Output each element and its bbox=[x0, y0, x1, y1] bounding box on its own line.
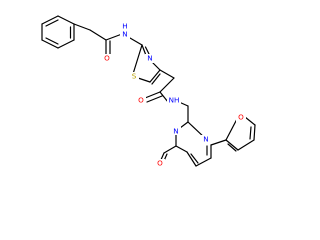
thiazole-ring bbox=[132, 44, 161, 85]
thiazole-nitrogen-label: N bbox=[147, 54, 152, 63]
acetamide-linker bbox=[144, 69, 175, 103]
phenyl-ring bbox=[41, 15, 75, 49]
amide-hydrogen-label: H bbox=[122, 22, 127, 31]
pyridazinone-oxygen-label: O bbox=[157, 159, 163, 168]
furan-ring bbox=[210, 116, 256, 152]
molecule-diagram: N H O N S O NH N N O O bbox=[41, 15, 256, 168]
structure-drawing: N H O N S O NH N N O O bbox=[41, 15, 256, 168]
pyridazinone-nitrogen-label: N bbox=[173, 127, 178, 136]
pyridazinone-nitrogen-label: N bbox=[203, 135, 208, 144]
carbonyl-oxygen-label: O bbox=[104, 54, 110, 63]
phenylacetamide-chain bbox=[73, 23, 143, 56]
furan-oxygen-label: O bbox=[238, 113, 244, 122]
atom-labels: N H O N S O NH N N O O bbox=[102, 22, 246, 168]
carbonyl-oxygen-label: O bbox=[138, 96, 144, 105]
amide-nitrogen-label: N bbox=[122, 30, 127, 39]
thiazole-sulfur-label: S bbox=[132, 72, 137, 81]
pyridazinone-ring bbox=[159, 121, 212, 167]
amide-nh-label: NH bbox=[169, 96, 180, 105]
